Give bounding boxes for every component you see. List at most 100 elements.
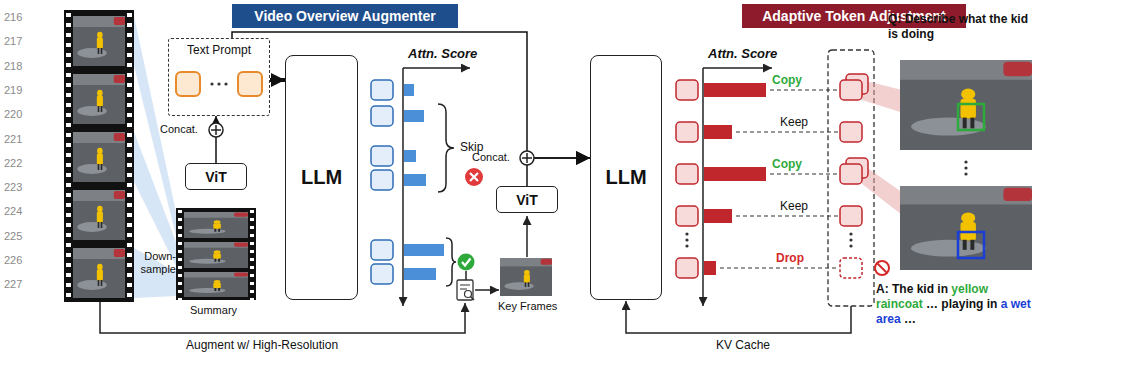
shape-part <box>685 232 688 235</box>
shape-part <box>404 84 414 96</box>
shape-part <box>371 240 393 260</box>
shape-part <box>134 248 176 298</box>
shape-part <box>685 244 688 247</box>
leader-line <box>465 271 467 280</box>
action-label: Copy <box>772 73 802 87</box>
shape-part <box>404 150 416 162</box>
shape-part <box>703 67 772 69</box>
node-text: Text Prompt <box>187 43 251 57</box>
line-number: 220 <box>4 108 22 121</box>
shape-part <box>184 242 248 268</box>
skip-bracket <box>438 104 454 192</box>
node-text: ViT <box>205 169 227 185</box>
region-box <box>958 232 984 258</box>
shape-part <box>964 166 967 169</box>
line-number: 227 <box>4 278 22 291</box>
step-label: Augment w/ High-Resolution <box>186 338 338 352</box>
line-number: 222 <box>4 157 22 170</box>
shape-part <box>964 160 967 163</box>
shape-part <box>134 132 176 266</box>
score-axes <box>403 68 772 306</box>
model-box: LLM <box>285 55 358 300</box>
skip-icon <box>465 168 483 186</box>
shape-part <box>371 170 393 190</box>
shape-part <box>465 291 472 298</box>
line-number: 225 <box>4 230 22 243</box>
query-frame-image <box>900 60 1032 150</box>
model-box: LLM <box>590 55 662 300</box>
shape-part <box>704 83 766 97</box>
shape-part <box>184 212 248 238</box>
prompt-tokens <box>176 72 262 96</box>
shape-part <box>404 268 436 280</box>
shape-part <box>840 206 862 226</box>
shape-part <box>371 146 393 166</box>
answer-part: A: The kid in <box>876 282 948 296</box>
shape-part <box>849 232 852 235</box>
operation-label: Concat. <box>160 123 198 136</box>
shape-part <box>676 122 698 142</box>
shape-part <box>702 68 704 306</box>
section-header: Video Overview Augmenter <box>232 4 458 28</box>
shape-part <box>704 209 732 223</box>
shape-part <box>520 151 534 165</box>
select-icon <box>458 254 475 271</box>
shape-part <box>184 272 248 297</box>
shape-part <box>73 16 125 66</box>
shape-part <box>371 106 393 126</box>
shape-part <box>462 259 471 266</box>
line-number: 226 <box>4 254 22 267</box>
search-icon <box>457 280 474 300</box>
action-label: Keep <box>780 199 808 213</box>
attention-bars <box>404 84 444 280</box>
shape-part <box>736 215 838 216</box>
step-label: Down-sample <box>136 250 176 276</box>
shape-part <box>471 297 475 301</box>
shape-part <box>685 238 688 241</box>
mapping-lines <box>720 90 838 268</box>
line-number: 216 <box>4 11 22 24</box>
shape-part <box>404 244 444 256</box>
answer-text: A: The kid in yellow raincoat … playing … <box>876 282 1036 327</box>
augment-line <box>100 302 465 333</box>
shape-part <box>770 173 838 174</box>
action-label: Drop <box>776 251 804 265</box>
line-number: 223 <box>4 181 22 194</box>
axis-label: Attn. Score <box>708 46 777 62</box>
shape-part <box>404 174 426 186</box>
shape-part <box>676 206 698 226</box>
summary-strip <box>176 208 256 300</box>
shape-part <box>704 261 716 275</box>
query-frame-image <box>900 186 1032 270</box>
shape-part <box>465 168 483 186</box>
shape-part <box>736 131 838 132</box>
shape-part <box>875 261 889 275</box>
shape-part <box>402 68 404 306</box>
encoder-box: ViT <box>185 163 247 190</box>
shape-part <box>457 280 473 300</box>
shape-part <box>676 80 698 100</box>
shape-part <box>522 153 532 163</box>
shape-part <box>209 123 223 137</box>
flow-arrow <box>270 78 285 82</box>
kept-tokens <box>840 74 868 278</box>
kv-cache-line <box>626 301 851 333</box>
shape-part <box>64 10 134 302</box>
shape-part <box>73 74 125 124</box>
shape-part <box>964 172 967 175</box>
node-text: ViT <box>516 192 538 208</box>
key-frame-image <box>500 258 552 296</box>
keyframe-arrow <box>475 289 499 291</box>
line-number: 217 <box>4 35 22 48</box>
line-number: 218 <box>4 60 22 73</box>
visual-tokens <box>371 80 393 284</box>
shape-part <box>210 82 213 85</box>
shape-part <box>460 285 470 289</box>
action-label: Keep <box>780 115 808 129</box>
shape-part <box>849 244 852 247</box>
video-film-strip <box>64 10 134 302</box>
shape-part <box>224 82 227 85</box>
